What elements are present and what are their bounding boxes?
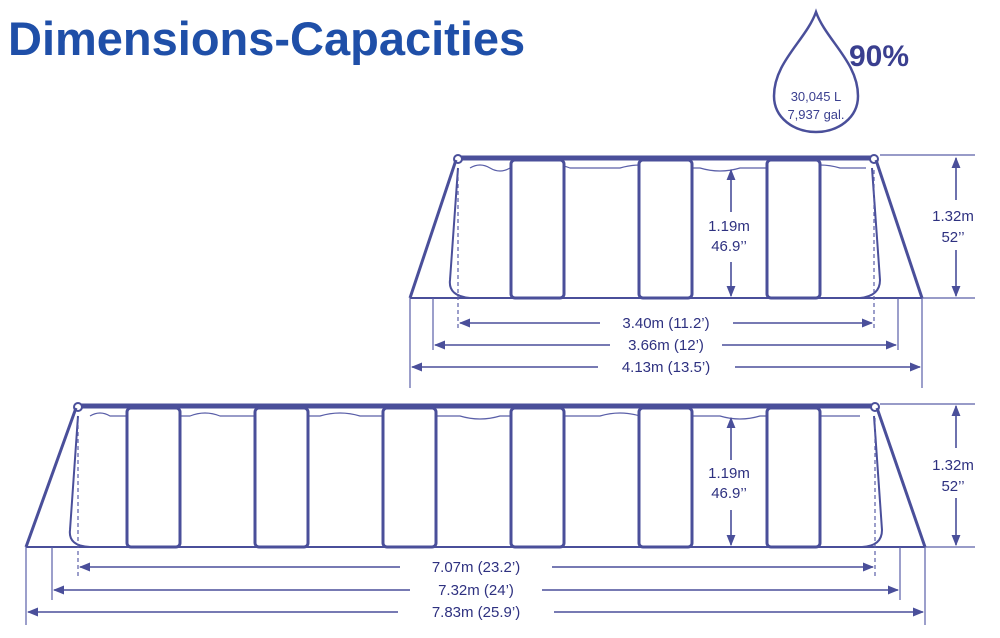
large-pool-wall-height-in: 52’’: [941, 478, 964, 495]
small-pool-wall-height-m: 1.32m: [932, 208, 974, 225]
small-pool-water-depth-in: 46.9’’: [711, 238, 747, 255]
large-pool-inner-length: 7.07m (23.2’): [432, 559, 520, 576]
large-pool-water-depth-m: 1.19m: [708, 465, 750, 482]
large-pool-mid-length: 7.32m (24’): [438, 582, 514, 599]
fill-percent: 90%: [849, 40, 909, 73]
small-pool-outer-length: 4.13m (13.5’): [622, 359, 710, 376]
large-pool-wall-height-m: 1.32m: [932, 457, 974, 474]
small-pool-drawing: [408, 154, 975, 388]
page-title: Dimensions-Capacities: [8, 12, 525, 65]
large-pool-water-depth-in: 46.9’’: [711, 485, 747, 502]
small-pool-inner-length: 3.40m (11.2’): [622, 315, 709, 332]
capacity-liters: 30,045 L: [791, 89, 842, 104]
large-pool-drawing: [24, 402, 975, 625]
small-pool-mid-length: 3.66m (12’): [628, 337, 704, 354]
small-pool-water-depth-m: 1.19m: [708, 218, 750, 235]
water-drop-icon: 30,045 L 7,937 gal.: [772, 8, 860, 134]
small-pool-wall-height-in: 52’’: [941, 229, 964, 246]
large-pool-outer-length: 7.83m (25.9’): [432, 604, 520, 621]
capacity-gallons: 7,937 gal.: [787, 107, 844, 122]
